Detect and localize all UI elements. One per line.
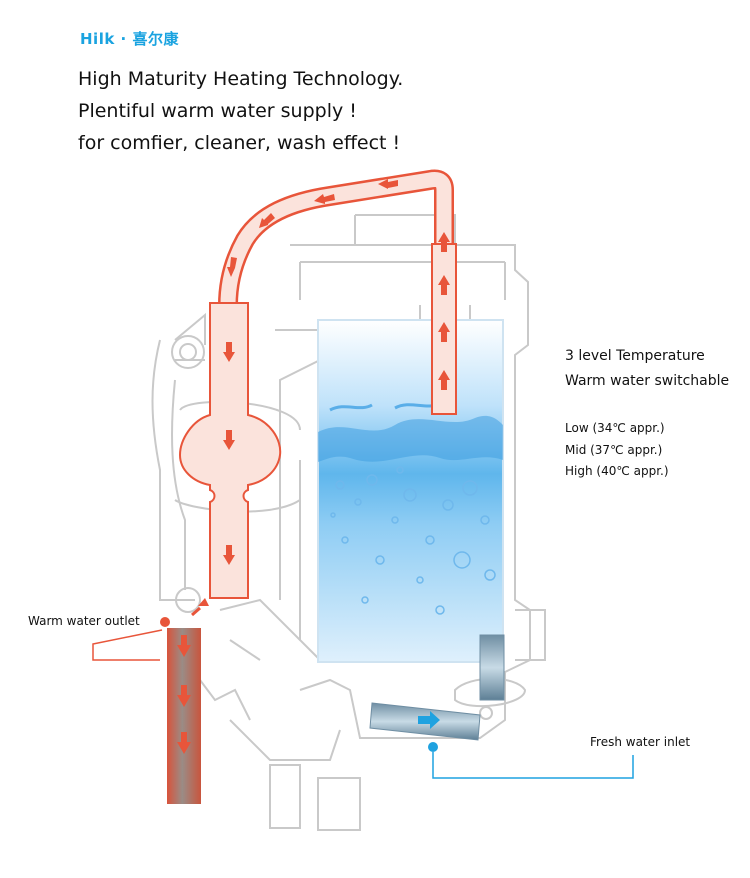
warm-water-outlet-label: Warm water outlet — [28, 614, 140, 628]
arrow-icon — [198, 598, 209, 606]
arrow-icon — [177, 635, 191, 657]
arrow-icon — [223, 342, 235, 362]
warm-outlet-pipe — [92, 606, 201, 804]
headline-1: High Maturity Heating Technology. — [78, 68, 404, 90]
temperature-title: 3 level Temperature — [565, 348, 705, 364]
arrow-icon — [177, 685, 191, 707]
temperature-level-mid: Mid (37℃ appr.) — [565, 443, 663, 457]
arrow-icon — [259, 213, 275, 228]
arrow-icon — [314, 194, 335, 204]
heating-column — [178, 302, 282, 599]
arrow-icon — [438, 322, 450, 342]
arrow-icon — [223, 430, 235, 450]
arrow-icon — [438, 232, 450, 252]
headline-3: for comfier, cleaner, wash effect ! — [78, 132, 401, 154]
temperature-level-high: High (40℃ appr.) — [565, 464, 669, 478]
brand-logo: Hilk · 喜尔康 — [80, 30, 179, 48]
arrow-icon — [223, 545, 235, 565]
fresh-water-inlet-label: Fresh water inlet — [590, 735, 691, 749]
bubbles — [330, 466, 496, 615]
temperature-subtitle: Warm water switchable — [565, 373, 730, 389]
arrow-right-icon — [418, 711, 440, 729]
temperature-level-low: Low (34℃ appr.) — [565, 421, 665, 435]
arrow-icon — [227, 257, 237, 277]
arrow-icon — [438, 275, 450, 295]
arrow-icon — [378, 179, 398, 189]
warm-flow-arrows — [177, 179, 450, 754]
arrow-icon — [177, 732, 191, 754]
arrow-icon — [438, 370, 450, 390]
water-tank — [317, 319, 504, 663]
headline-2: Plentiful warm water supply ! — [78, 100, 357, 122]
